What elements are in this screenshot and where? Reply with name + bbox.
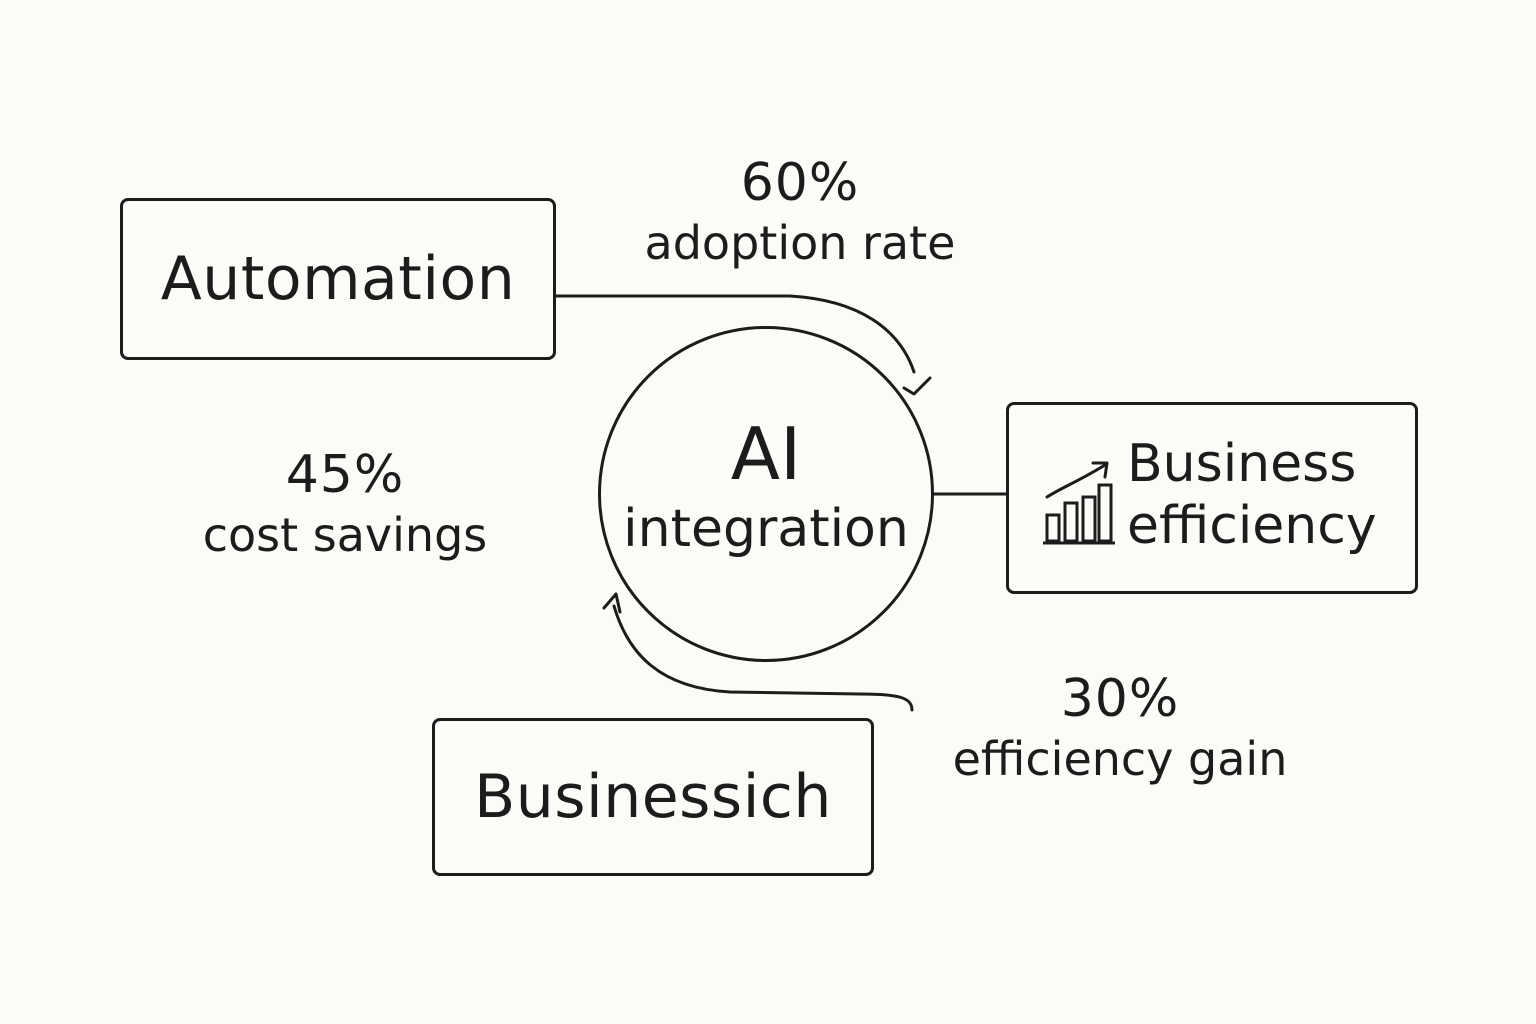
node-businessich-label: Businessich [474, 762, 832, 832]
node-ai-integration [598, 326, 934, 662]
stat-efficiency-label: efficiency gain [952, 732, 1288, 786]
node-ai-integration-title: AI [730, 412, 802, 496]
node-business-efficiency-label: Business efficiency [1127, 433, 1377, 557]
connector-automation-to-ai [554, 294, 916, 374]
stat-cost-savings: 45% cost savings [160, 444, 530, 564]
stat-cost-label: cost savings [202, 508, 488, 562]
stat-cost-value: 45% [285, 445, 405, 505]
stat-adoption-rate: 60% adoption rate [600, 152, 1000, 272]
node-automation-label: Automation [160, 244, 516, 314]
stat-adoption-label: adoption rate [644, 216, 956, 270]
arrowhead-into-ai-bottom [602, 592, 622, 614]
node-business-efficiency-line1: Business [1127, 434, 1357, 494]
connector-loop-to-ai [612, 604, 914, 712]
bar-chart-growth-icon [1043, 461, 1115, 545]
stat-adoption-value: 60% [740, 153, 860, 213]
node-businessich: Businessich [432, 718, 874, 876]
node-business-efficiency-line2: efficiency [1127, 496, 1377, 556]
node-ai-integration-subtitle: integration [623, 499, 909, 559]
stat-efficiency-gain: 30% efficiency gain [920, 668, 1320, 788]
node-business-efficiency: Business efficiency [1006, 402, 1418, 594]
arrowhead-into-ai-top [902, 376, 932, 396]
node-automation: Automation [120, 198, 556, 360]
stat-efficiency-value: 30% [1060, 669, 1180, 729]
